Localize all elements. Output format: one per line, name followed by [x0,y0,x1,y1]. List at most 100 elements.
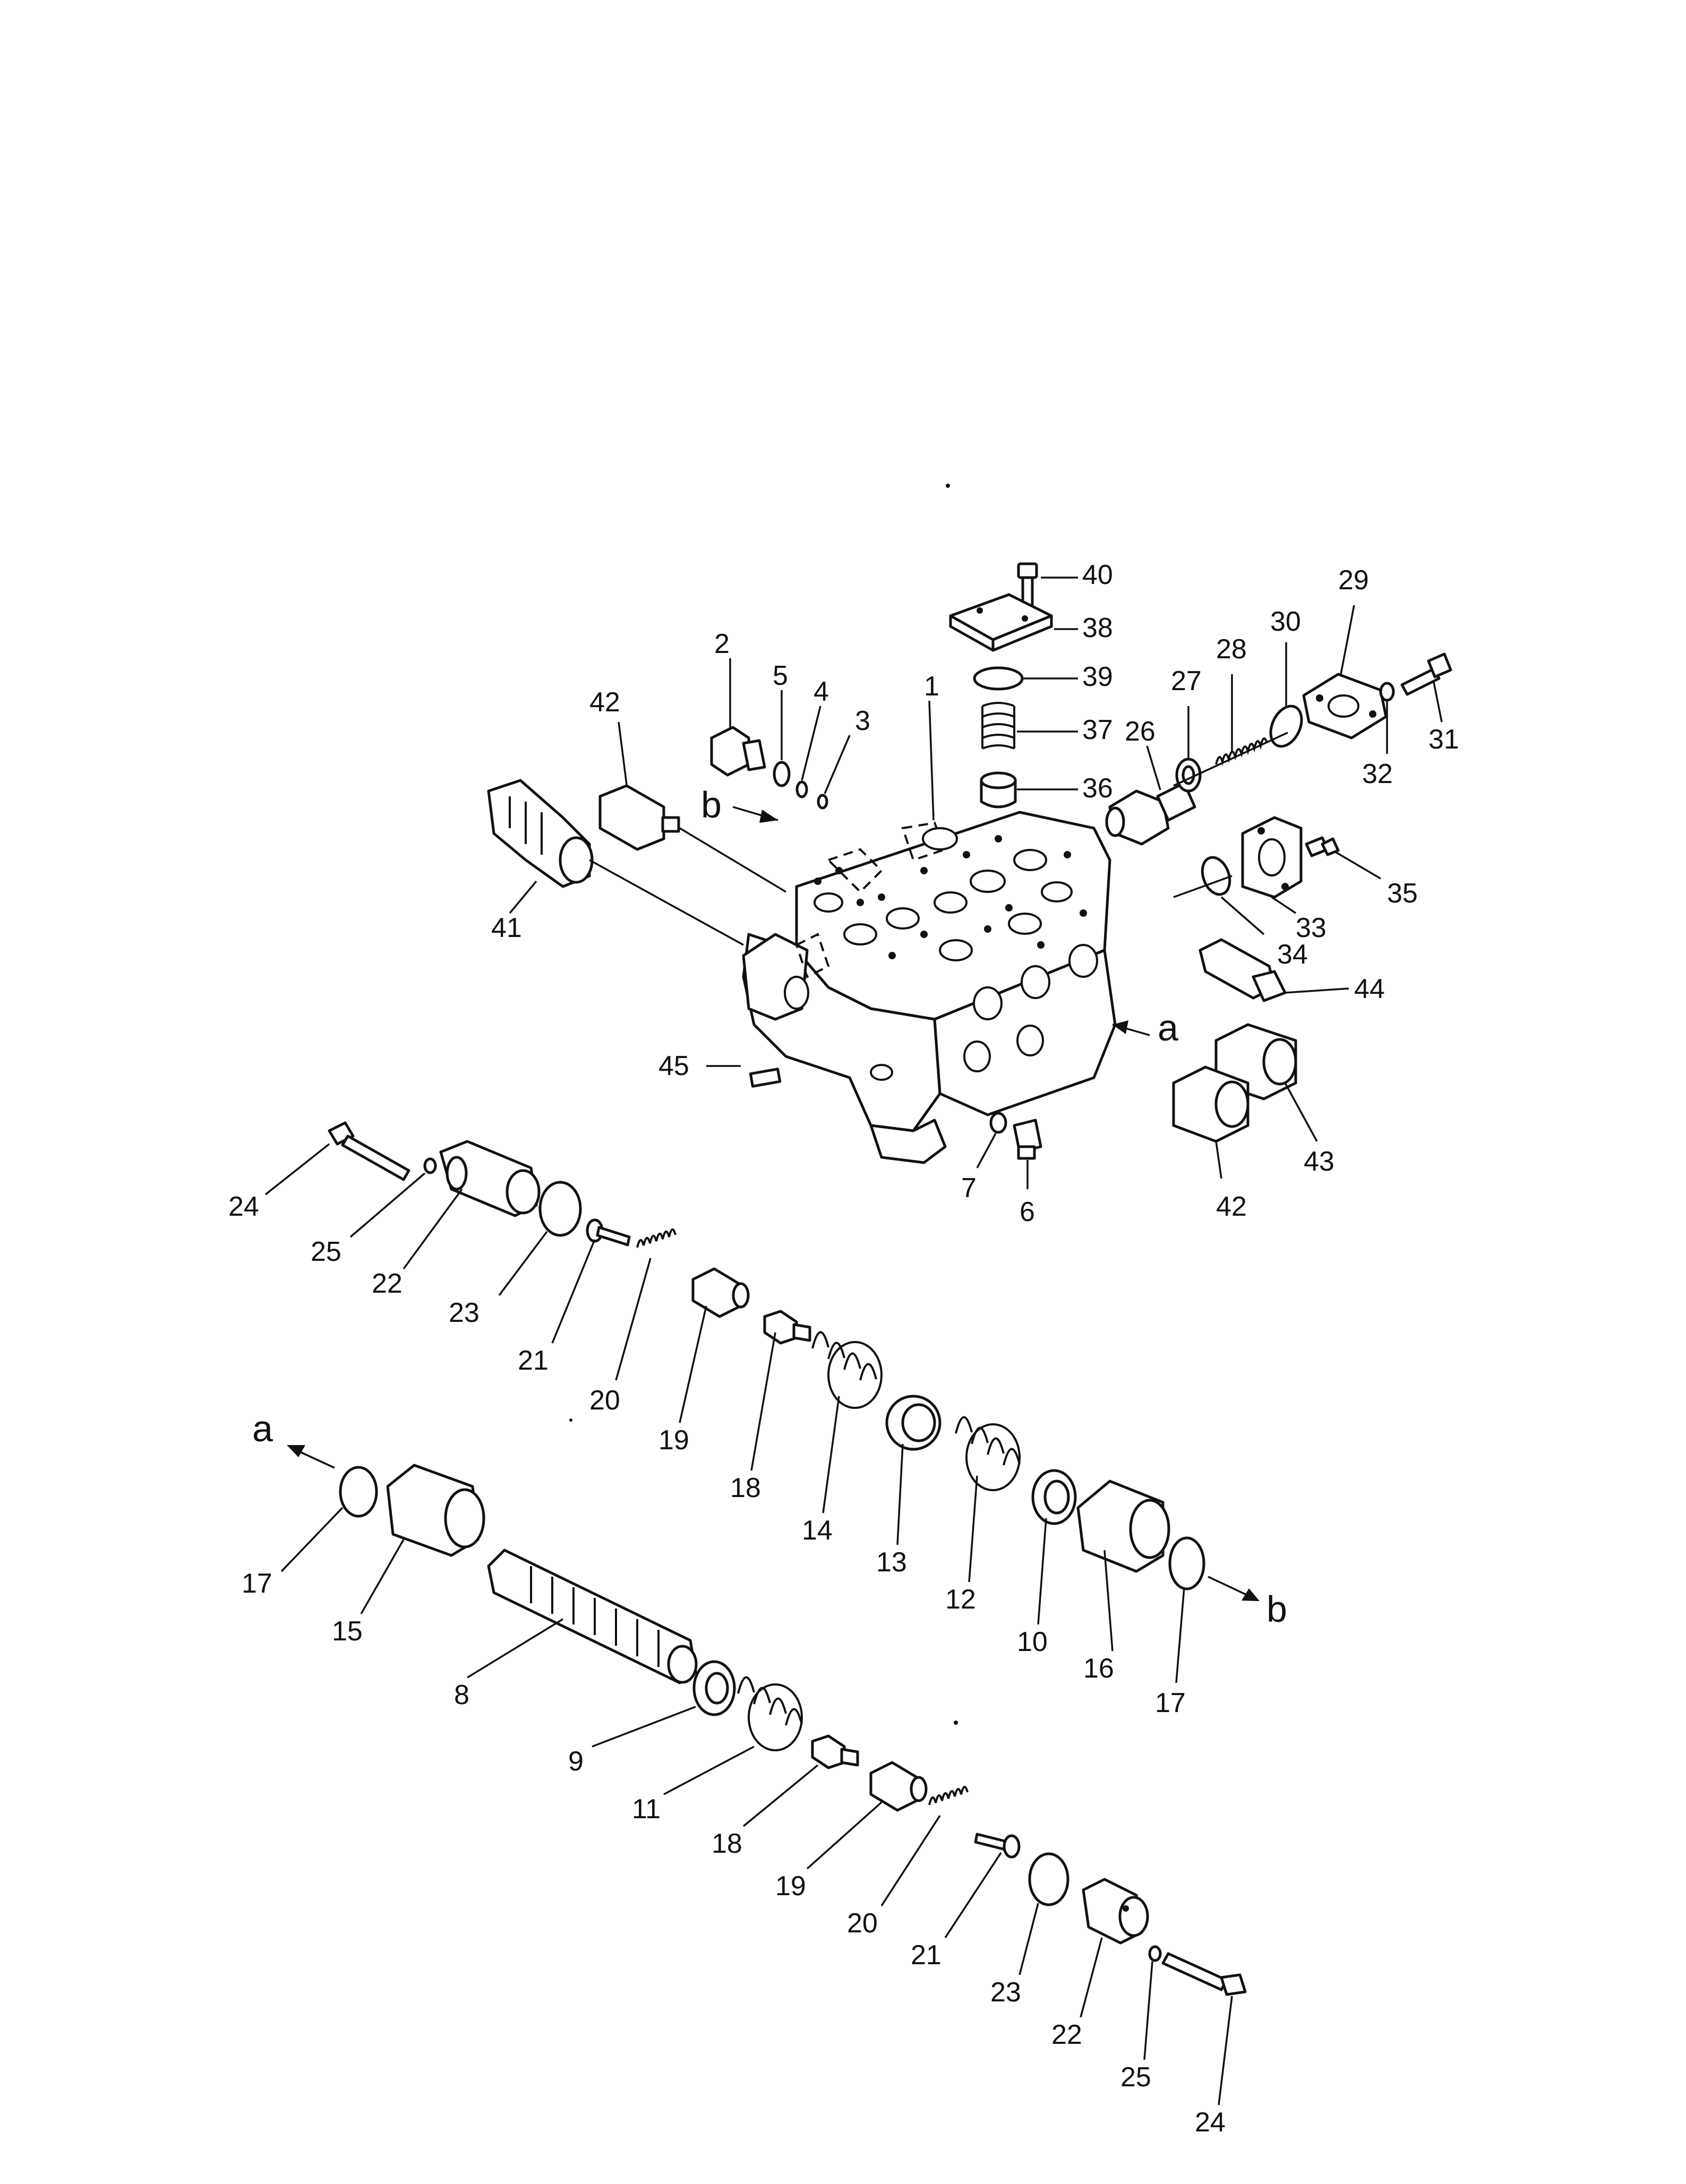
part-40-bolt [1017,562,1038,607]
callout-37: 37 [1082,715,1113,745]
leader-lines [264,577,1443,2105]
callout-23-lower: 23 [990,1977,1021,2008]
part-44-fitting [1199,938,1287,1002]
callout-8: 8 [454,1680,469,1710]
part-6-plug [1013,1119,1042,1160]
callout-6: 6 [1020,1197,1035,1227]
part-29-flange [1302,673,1388,740]
callout-3: 3 [855,706,870,736]
callout-24-upper: 24 [228,1191,259,1222]
callout-32: 32 [1362,759,1393,789]
callout-18-lower: 18 [712,1828,742,1859]
callout-21-upper: 21 [518,1345,549,1376]
part-17-o-ring-right [1168,1536,1205,1590]
part-23-o-ring-lower [1028,1852,1069,1906]
part-5-o-ring [773,761,791,787]
callout-39: 39 [1082,661,1113,692]
callout-36: 36 [1082,773,1113,804]
part-41-relief-valve [487,779,594,888]
valve-body [742,811,1117,1164]
part-10-seat [1031,1469,1077,1525]
part-39-o-ring [973,666,1024,691]
view-marker-a-left: a [252,1408,273,1449]
part-11-spring [737,1676,803,1751]
part-34-o-ring [1201,856,1231,896]
part-12-spring [955,1416,1021,1491]
part-38-cover-plate [949,593,1053,652]
part-7-o-ring [989,1112,1007,1134]
callout-20-lower: 20 [847,1908,878,1939]
part-24-bolt-upper [328,1121,410,1181]
part-28-spring [1215,737,1268,766]
callout-34: 34 [1277,939,1308,970]
callout-23-upper: 23 [449,1297,480,1328]
part-22-cap-upper [439,1140,541,1217]
callout-42-left: 42 [589,687,620,718]
part-21-pin-upper [586,1218,631,1246]
callout-17-left: 17 [242,1568,272,1599]
callout-28: 28 [1216,634,1247,665]
callout-19-lower: 19 [775,1871,806,1902]
callout-19-upper: 19 [658,1425,689,1456]
part-31-bolt [1400,652,1452,696]
callout-45: 45 [658,1051,689,1081]
part-27-ring [1175,758,1202,793]
part-19-piston-lower [869,1761,928,1812]
view-marker-b-right: b [1266,1588,1287,1630]
part-25-washer-upper [423,1157,437,1174]
part-30-o-ring [1269,704,1303,748]
part-21-pin-lower [974,1833,1021,1859]
callout-16: 16 [1083,1653,1114,1684]
callout-18-upper: 18 [730,1473,761,1503]
part-15-cover [386,1464,485,1557]
part-16-cover [1076,1480,1170,1573]
callout-9: 9 [568,1746,584,1777]
part-35-screw [1305,836,1340,857]
callout-22-lower: 22 [1051,2019,1082,2050]
callout-40: 40 [1082,560,1113,590]
view-marker-b-top: b [701,784,722,826]
view-marker-a-right: a [1158,1007,1178,1048]
part-9-seat [692,1660,736,1716]
part-4-backup-ring [795,780,808,798]
part-18-valve-lower [811,1734,859,1769]
callout-25-upper: 25 [311,1236,341,1267]
part-20-spring-upper [636,1228,677,1248]
callout-15: 15 [332,1616,363,1647]
part-24-bolt-lower [1161,1952,1247,1996]
callout-2: 2 [714,629,730,659]
callout-21-lower: 21 [911,1940,942,1971]
callout-26: 26 [1125,716,1156,747]
callout-31: 31 [1428,724,1459,755]
callout-14: 14 [802,1515,833,1546]
part-2-plug [710,726,766,777]
callout-30: 30 [1270,606,1301,637]
callout-35: 35 [1387,878,1418,909]
callout-1: 1 [924,671,939,702]
part-23-o-ring-upper [538,1181,582,1237]
callout-13: 13 [876,1547,907,1578]
part-25-washer-lower [1148,1945,1162,1962]
callout-4: 4 [814,676,829,707]
part-33-flange-plate [1241,816,1303,899]
callout-41: 41 [491,913,522,943]
callout-42-right: 42 [1216,1191,1247,1222]
part-3-ring [817,794,828,810]
callout-43: 43 [1304,1146,1334,1177]
part-14-spring [811,1331,883,1409]
part-13-collar [885,1395,942,1451]
view-markers [287,806,1260,1601]
callout-24-lower: 24 [1195,2107,1226,2138]
part-37-spring [981,702,1015,750]
callout-12: 12 [945,1584,976,1615]
part-19-piston-upper [691,1267,750,1318]
callout-27: 27 [1171,666,1202,697]
part-20-spring-lower [928,1786,969,1805]
part-45-nameplate [749,1068,782,1088]
callout-17-right: 17 [1155,1688,1186,1718]
callout-11: 11 [632,1794,661,1825]
callout-7: 7 [961,1173,977,1203]
part-36-piston-cup [980,771,1017,809]
callout-38: 38 [1082,613,1113,643]
